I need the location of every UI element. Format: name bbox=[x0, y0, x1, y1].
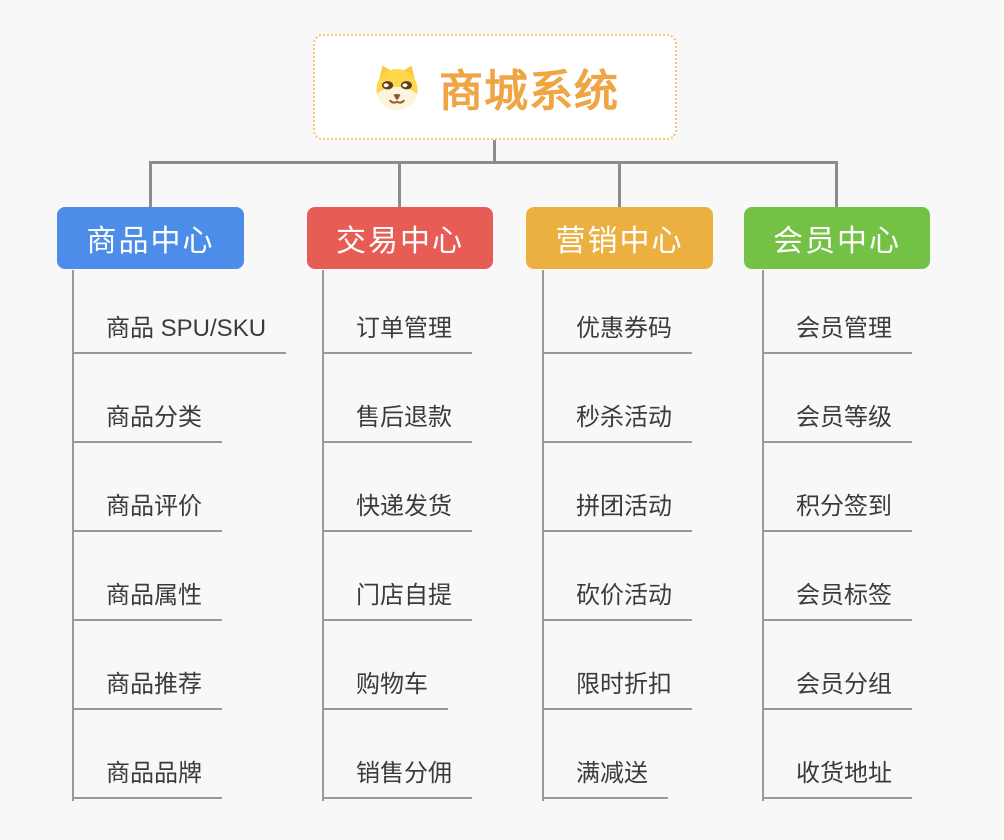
topic-node[interactable]: 积分签到 bbox=[762, 488, 912, 532]
topic-node[interactable]: 门店自提 bbox=[322, 577, 472, 621]
shiba-dog-icon bbox=[376, 65, 418, 111]
branch-children-goods: 商品 SPU/SKU 商品分类 商品评价 商品属性 商品推荐 商品品牌 bbox=[72, 270, 362, 802]
topic-node[interactable]: 商品推荐 bbox=[72, 666, 222, 710]
branch-children-marketing: 优惠券码 秒杀活动 拼团活动 砍价活动 限时折扣 满减送 bbox=[542, 270, 832, 802]
connector-trunk-trade bbox=[322, 270, 324, 801]
topic-node[interactable]: 商品 SPU/SKU bbox=[72, 310, 287, 354]
connector-trunk-member bbox=[762, 270, 764, 801]
topic-node[interactable]: 收货地址 bbox=[762, 755, 912, 799]
connector-drop-member bbox=[835, 161, 838, 207]
branch-node-marketing[interactable]: 营销中心 bbox=[526, 207, 713, 269]
topic-node[interactable]: 商品分类 bbox=[72, 399, 222, 443]
topic-node[interactable]: 商品属性 bbox=[72, 577, 222, 621]
topic-node[interactable]: 限时折扣 bbox=[542, 666, 692, 710]
topic-node[interactable]: 砍价活动 bbox=[542, 577, 692, 621]
branch-children-trade: 订单管理 售后退款 快递发货 门店自提 购物车 销售分佣 bbox=[322, 270, 612, 802]
topic-node[interactable]: 会员管理 bbox=[762, 310, 912, 354]
connector-drop-goods bbox=[149, 161, 152, 207]
branch-children-member: 会员管理 会员等级 积分签到 会员标签 会员分组 收货地址 bbox=[762, 270, 1004, 802]
topic-node[interactable]: 订单管理 bbox=[322, 310, 472, 354]
connector-bus bbox=[149, 161, 838, 164]
topic-node[interactable]: 商品评价 bbox=[72, 488, 222, 532]
connector-drop-marketing bbox=[618, 161, 621, 207]
topic-node[interactable]: 商品品牌 bbox=[72, 755, 222, 799]
root-node[interactable]: 商城系统 bbox=[313, 34, 677, 140]
branch-node-goods[interactable]: 商品中心 bbox=[57, 207, 244, 269]
connector-drop-trade bbox=[398, 161, 401, 207]
topic-node[interactable]: 会员标签 bbox=[762, 577, 912, 621]
branch-node-member[interactable]: 会员中心 bbox=[744, 207, 930, 269]
branch-node-trade[interactable]: 交易中心 bbox=[307, 207, 493, 269]
topic-node[interactable]: 会员分组 bbox=[762, 666, 912, 710]
topic-node[interactable]: 优惠券码 bbox=[542, 310, 692, 354]
topic-node[interactable]: 购物车 bbox=[322, 666, 448, 710]
connector-root-stem bbox=[493, 140, 496, 164]
root-node-title: 商城系统 bbox=[439, 67, 619, 116]
topic-node[interactable]: 销售分佣 bbox=[322, 755, 472, 799]
topic-node[interactable]: 拼团活动 bbox=[542, 488, 692, 532]
topic-node[interactable]: 会员等级 bbox=[762, 399, 912, 443]
connector-trunk-goods bbox=[72, 270, 74, 801]
topic-node[interactable]: 快递发货 bbox=[322, 488, 472, 532]
connector-trunk-marketing bbox=[542, 270, 544, 801]
topic-node[interactable]: 秒杀活动 bbox=[542, 399, 692, 443]
topic-node[interactable]: 售后退款 bbox=[322, 399, 472, 443]
topic-node[interactable]: 满减送 bbox=[542, 755, 668, 799]
